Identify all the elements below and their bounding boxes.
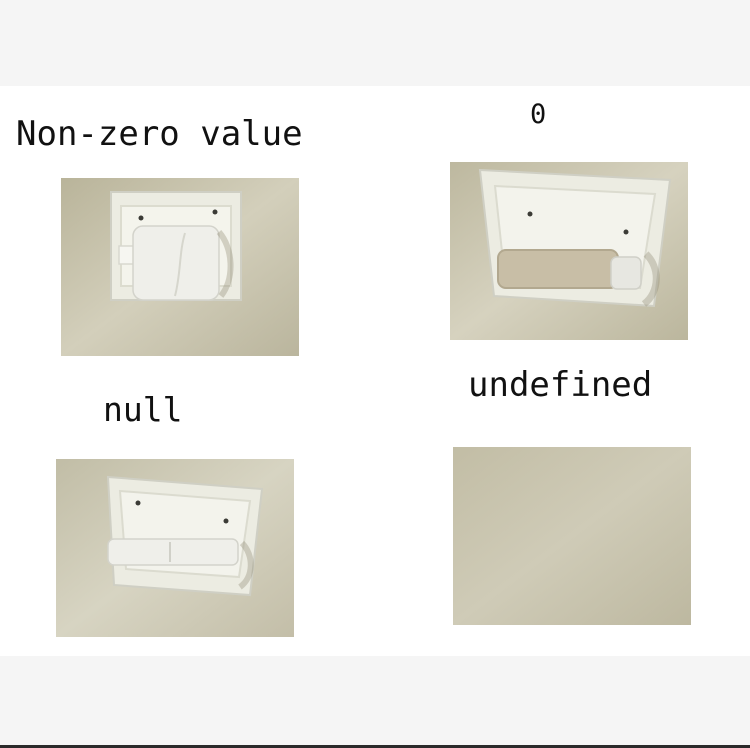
photo-blank-wall	[453, 447, 691, 625]
screw-right	[623, 229, 629, 235]
roller-shadow	[237, 540, 254, 590]
empty-roller-illustration	[56, 459, 294, 637]
blank-wall-illustration	[453, 447, 691, 625]
label-non-zero-value: Non-zero value	[16, 114, 303, 154]
wall-surface	[453, 447, 691, 625]
roll-shadow	[216, 230, 234, 298]
core-shadow	[641, 251, 660, 307]
paper-fold	[174, 232, 186, 297]
label-null: null	[103, 390, 183, 429]
screw-right	[223, 518, 229, 524]
roller-end	[610, 256, 642, 290]
photo-empty-core	[450, 162, 688, 340]
spring-roller	[107, 538, 239, 566]
screw-left	[138, 215, 144, 221]
empty-core-illustration	[450, 162, 688, 340]
screw-right	[212, 209, 218, 215]
photo-full-roll	[61, 178, 299, 356]
full-roll-illustration	[61, 178, 299, 356]
screw-left	[527, 211, 533, 217]
paper-roll	[132, 225, 220, 301]
label-zero: 0	[530, 99, 547, 130]
cardboard-core	[497, 249, 619, 289]
screw-left	[135, 500, 141, 506]
label-undefined: undefined	[468, 365, 653, 405]
bottom-border	[0, 745, 750, 748]
photo-empty-roller	[56, 459, 294, 637]
